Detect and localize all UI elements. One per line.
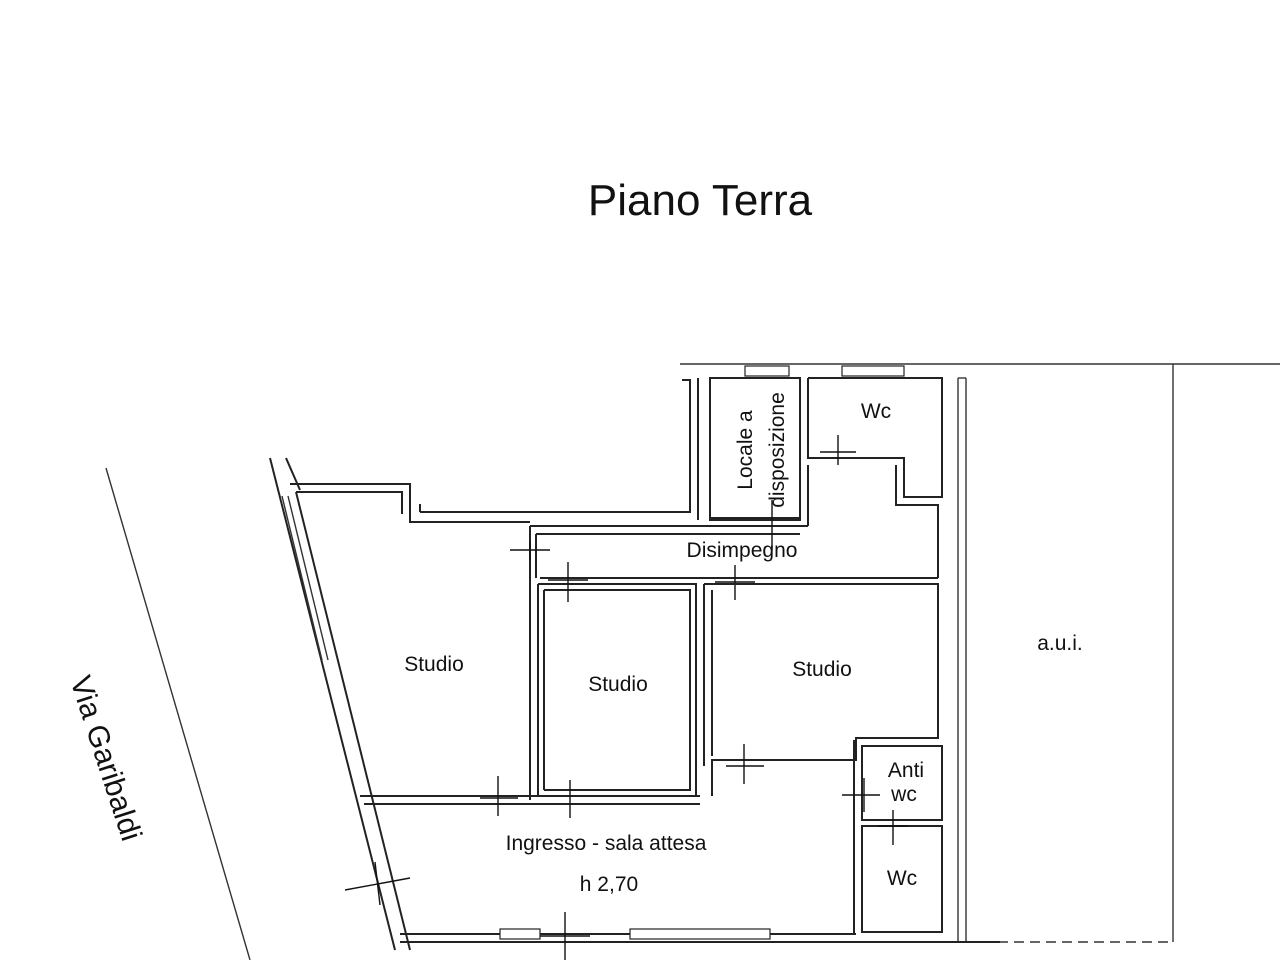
room-studio-center-outline: [537, 562, 697, 818]
front-facade: [269, 457, 411, 951]
label-anti-wc-line2: wc: [890, 783, 917, 806]
street-label: Via Garibaldi: [63, 672, 147, 845]
label-disimpegno: Disimpegno: [687, 539, 798, 562]
label-studio-left: Studio: [404, 653, 464, 676]
label-locale-line2: disposizione: [766, 392, 789, 508]
room-locale-outline: [709, 365, 801, 521]
room-anti-wc-outline: [842, 740, 943, 934]
label-studio-right: Studio: [792, 658, 852, 681]
street-edge: [105, 467, 251, 960]
label-ingresso: Ingresso - sala attesa: [506, 832, 707, 855]
outer-boundary: [680, 363, 1280, 943]
room-wc-top-outline: [807, 365, 943, 578]
room-studio-right-outline: [703, 583, 939, 796]
label-height: h 2,70: [580, 873, 638, 896]
label-locale-line1: Locale a: [734, 410, 757, 490]
corridor-disimpegno-outline: [510, 500, 938, 800]
plan-title: Piano Terra: [588, 176, 813, 225]
label-anti-wc-line1: Anti: [888, 759, 924, 782]
upper-left-walls: [290, 378, 699, 523]
label-studio-center: Studio: [588, 673, 648, 696]
room-wc-bottom-outline: [861, 810, 943, 933]
room-ingresso-outline: [344, 861, 1000, 960]
label-wc-top: Wc: [861, 400, 891, 423]
label-aui: a.u.i.: [1037, 632, 1083, 655]
room-studio-left-outline: [360, 776, 700, 816]
label-wc-bottom: Wc: [887, 867, 917, 890]
